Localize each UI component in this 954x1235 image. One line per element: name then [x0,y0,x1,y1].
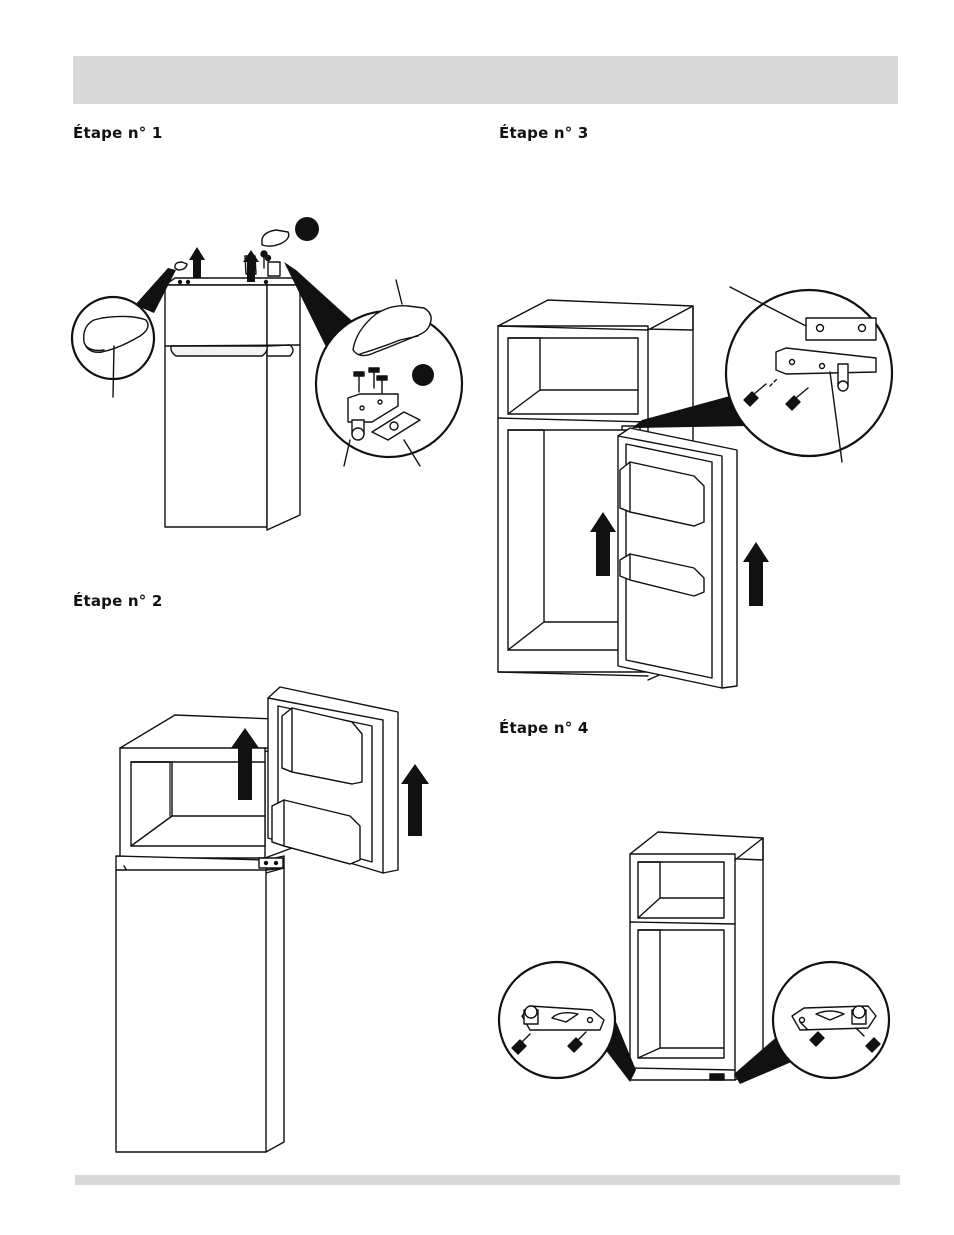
step-4-illustration [499,832,889,1084]
up-arrow-icon [189,247,205,278]
step2-door [268,687,398,873]
up-arrow-icon [743,542,769,606]
step-2-illustration [116,687,429,1152]
step4-left-magnifier [499,962,636,1082]
step1-fridge [165,278,300,530]
step1-right-magnifier [284,262,462,466]
step-1-illustration [72,217,462,530]
step4-fridge [630,832,763,1080]
up-arrow-icon [401,764,429,836]
step1-left-magnifier [72,268,176,397]
step3-door [618,428,737,688]
callout-dot [295,217,319,241]
footer-band [75,1175,900,1185]
step4-right-magnifier [734,962,889,1084]
step-3-illustration [498,287,892,688]
